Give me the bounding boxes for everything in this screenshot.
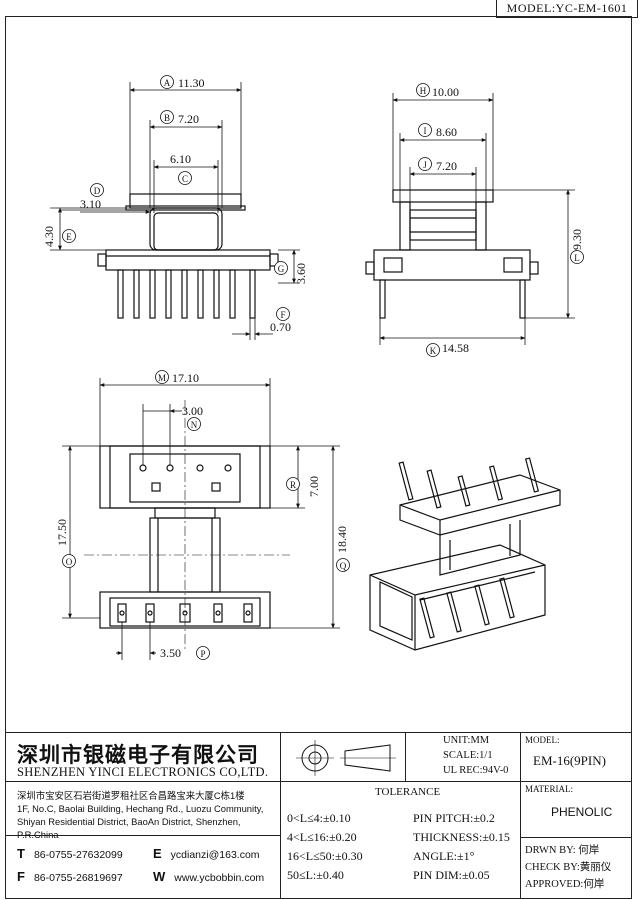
svg-text:G: G (278, 264, 285, 274)
svg-text:M: M (158, 373, 166, 383)
svg-text:F: F (280, 310, 285, 320)
svg-text:6.10: 6.10 (170, 152, 191, 166)
dim-P: 3.50 P (160, 646, 210, 660)
svg-text:3.50: 3.50 (160, 646, 181, 660)
svg-text:I: I (424, 126, 427, 136)
dim-Q: 18.40Q (335, 526, 350, 572)
dim-B: B 7.20 (160, 110, 199, 126)
svg-text:7.00: 7.00 (307, 476, 321, 497)
svg-text:9.30: 9.30 (570, 229, 584, 250)
front-view (97, 193, 279, 319)
technical-drawing: A 11.30 B 7.20 6.10C D3.10 4.30 E G 3.60 F0.… (42, 75, 584, 660)
dim-C: 6.10C (170, 152, 192, 185)
svg-text:18.40: 18.40 (335, 526, 349, 553)
dim-E: 4.30 E (42, 226, 76, 247)
svg-text:J: J (423, 160, 427, 170)
company-name-en: SHENZHEN YINCI ELECTRONICS CO,LTD. (17, 765, 269, 779)
dim-K: K 14.58 (426, 341, 469, 357)
tolerance-left-3: 16<L≤50:±0.30 (287, 849, 363, 863)
svg-text:O: O (66, 557, 73, 567)
svg-text:3.60: 3.60 (294, 263, 308, 284)
svg-text:3.10: 3.10 (80, 197, 101, 211)
svg-text:P: P (200, 649, 205, 659)
material-value: PHENOLIC (551, 805, 613, 819)
drawn-by: DRWN BY: 何岸 (525, 844, 600, 856)
svg-text:7.20: 7.20 (178, 112, 199, 126)
side-view (365, 189, 539, 319)
tolerance-title: TOLERANCE (375, 786, 441, 798)
tolerance-right-3: ANGLE:±1° (413, 849, 475, 863)
isometric-view (369, 457, 561, 651)
svg-text:8.60: 8.60 (436, 125, 457, 139)
dim-G: G 3.60 (274, 261, 308, 284)
top-view-centerlines (84, 400, 290, 650)
dim-M: M 17.10 (155, 370, 199, 385)
dim-O: O 17.50 (55, 519, 76, 568)
svg-text:R: R (290, 480, 296, 490)
side-view-dimensions (379, 93, 575, 345)
dim-L: 9.30L (570, 229, 584, 264)
svg-text:10.00: 10.00 (432, 85, 459, 99)
front-view-dimensions (50, 82, 300, 340)
checked-by: CHECK BY:黄丽仪 (525, 861, 612, 873)
projection-symbol (296, 740, 396, 776)
company-name-cn: 深圳市银磁电子有限公司 (17, 743, 259, 767)
svg-text:L: L (574, 253, 580, 263)
dim-D: D3.10 (80, 183, 104, 211)
tolerance-left-4: 50≤L:±0.40 (287, 868, 344, 882)
dimension-labels: A 11.30 B 7.20 6.10C D3.10 4.30 E G 3.60 F0.… (42, 75, 584, 660)
company-address: 深圳市宝安区石岩街道罗租社区合昌路宝来大厦C栋1楼 1F, No.C, Baol… (17, 789, 282, 841)
svg-text:A: A (164, 78, 171, 88)
unit-label: UNIT:MM (443, 735, 490, 746)
dim-A: A 11.30 (160, 75, 205, 90)
material-label: MATERIAL: (525, 784, 573, 794)
svg-text:4.30: 4.30 (42, 226, 56, 247)
address-cn: 深圳市宝安区石岩街道罗租社区合昌路宝来大厦C栋1楼 (17, 790, 245, 801)
tolerance-left-2: 4<L≤16:±0.20 (287, 830, 357, 844)
address-en: 1F, No.C, Baolai Building, Hechang Rd., … (17, 803, 264, 840)
svg-text:E: E (66, 232, 72, 242)
svg-text:N: N (191, 420, 198, 430)
drawing-frame (5, 16, 632, 899)
svg-text:11.30: 11.30 (178, 76, 205, 90)
dim-I: I 8.60 (418, 123, 457, 139)
top-view-dimensions (62, 378, 340, 660)
scale-label: SCALE:1/1 (443, 750, 493, 761)
svg-text:K: K (430, 346, 437, 356)
dim-J: J 7.20 (418, 157, 457, 173)
svg-text:Q: Q (340, 561, 347, 571)
svg-text:17.10: 17.10 (172, 371, 199, 385)
tolerance-left-1: 0<L≤4:±0.10 (287, 811, 351, 825)
svg-text:17.50: 17.50 (55, 519, 69, 546)
svg-text:H: H (420, 86, 427, 96)
svg-text:7.20: 7.20 (436, 159, 457, 173)
tolerance-right-4: PIN DIM:±0.05 (413, 868, 490, 882)
svg-text:0.70: 0.70 (270, 320, 291, 334)
svg-text:14.58: 14.58 (442, 341, 469, 355)
svg-text:D: D (94, 186, 101, 196)
dim-N: 3.00N (182, 404, 203, 431)
svg-text:C: C (182, 174, 188, 184)
model-field-label: MODEL: (525, 735, 560, 745)
svg-text:3.00: 3.00 (182, 404, 203, 418)
dim-H: H 10.00 (416, 83, 459, 99)
dim-F: F0.70 (270, 307, 291, 334)
model-header: MODEL:YC-EM-1601 (496, 0, 638, 18)
tolerance-right-1: PIN PITCH:±0.2 (413, 811, 495, 825)
title-block: 深圳市银磁电子有限公司 SHENZHEN YINCI ELECTRONICS C… (5, 732, 632, 899)
model-value: EM-16(9PIN) (533, 753, 606, 768)
tolerance-right-2: THICKNESS:±0.15 (413, 830, 510, 844)
ul-label: UL REC:94V-0 (443, 765, 509, 776)
svg-text:B: B (164, 113, 170, 123)
dim-R: R 7.00 (286, 476, 321, 497)
approved-by: APPROVED:何岸 (525, 878, 605, 890)
